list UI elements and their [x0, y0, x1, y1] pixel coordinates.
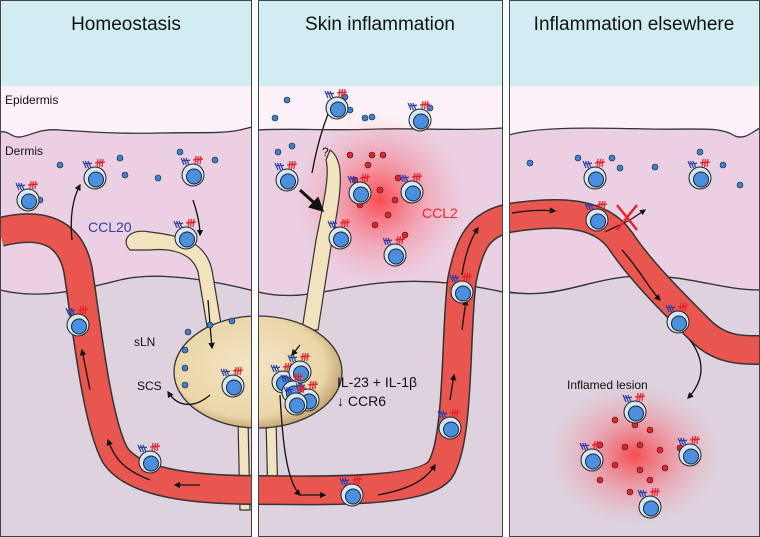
- t-cell: [220, 366, 245, 398]
- ccl20-dot: [181, 381, 189, 389]
- t-cell: [399, 172, 424, 204]
- ccl20-dot: [368, 113, 376, 121]
- t-cell: [82, 158, 107, 190]
- ccl2-dot: [379, 151, 387, 159]
- t-cell: [622, 392, 647, 424]
- question-label: ?: [322, 145, 329, 159]
- ccl20-dot: [271, 114, 279, 122]
- panel-divider: [503, 0, 509, 537]
- migration-arrows: [70, 103, 702, 499]
- header-band: [0, 0, 760, 86]
- t-cell: [582, 158, 607, 190]
- t-cell: [65, 305, 90, 337]
- sln-label: sLN: [134, 335, 155, 349]
- t-cell: [15, 180, 40, 212]
- t-cell: [339, 475, 364, 507]
- ccl20-dot: [176, 148, 184, 156]
- ccl20-dot: [736, 181, 744, 189]
- t-cell: [327, 218, 352, 250]
- ccl20-dot: [696, 148, 704, 156]
- blood-vessels: [0, 198, 760, 506]
- t-cell: [274, 160, 299, 192]
- ccl20-dot: [154, 174, 162, 182]
- ccl20-dot: [274, 148, 282, 156]
- t-cell: [347, 173, 372, 205]
- ccl20-dot: [361, 114, 369, 122]
- t-cell: [437, 408, 462, 440]
- ccl2-dot: [346, 151, 354, 159]
- ccl20-dot: [526, 159, 534, 167]
- ccr6-label: ↓ CCR6: [337, 393, 386, 409]
- ccl20-dot: [56, 161, 64, 169]
- ccl2-dot: [596, 476, 604, 484]
- t-cell: [665, 302, 690, 334]
- ccl20-dot: [228, 317, 236, 325]
- chemokine-dots: [36, 93, 744, 496]
- t-cell: [584, 200, 609, 232]
- ccl2-dot: [364, 161, 372, 169]
- ccl2-dot: [391, 196, 399, 204]
- ccl20-dot: [206, 321, 214, 329]
- ccl20-dot: [574, 154, 582, 162]
- t-cell: [407, 100, 432, 132]
- ccl2-dot: [611, 416, 619, 424]
- ccl2-dot: [376, 186, 384, 194]
- ccl20-dot: [211, 156, 219, 164]
- panel-title-inflammation-elsewhere: Inflammation elsewhere: [534, 14, 735, 35]
- ccl2-dot: [636, 441, 644, 449]
- dermis-label: Dermis: [5, 144, 43, 158]
- bold-arrow: [298, 188, 325, 213]
- panel-title-homeostasis: Homeostasis: [71, 14, 181, 35]
- t-cell: [579, 440, 604, 472]
- ccl2-label: CCL2: [422, 205, 458, 221]
- ccl2-dot: [384, 211, 392, 219]
- t-cell: [173, 218, 198, 250]
- ccl20-label: CCL20: [88, 219, 132, 235]
- inflamed-lesion-label: Inflamed lesion: [567, 378, 648, 392]
- ccl2-dot: [621, 443, 629, 451]
- ccl20-dot: [121, 171, 129, 179]
- ccl20-dot: [288, 142, 296, 150]
- ccl20-dot: [283, 96, 291, 104]
- t-cell: [180, 155, 205, 187]
- panel-title-skin-inflammation: Skin inflammation: [305, 14, 455, 35]
- blocked-migration-x-icon: [616, 204, 638, 231]
- t-cell: [687, 158, 712, 190]
- ccl20-dot: [116, 154, 124, 162]
- t-cell: [283, 384, 308, 416]
- ccl20-dot: [651, 163, 659, 171]
- t-cell: [137, 442, 162, 474]
- ccl2-dot: [646, 426, 654, 434]
- inflammation-glow-lesion: [550, 385, 720, 525]
- epidermis-label: Epidermis: [5, 93, 58, 107]
- t-cell: [637, 487, 662, 519]
- t-cell: [270, 362, 295, 394]
- ccl20-dot: [181, 346, 189, 354]
- ccl2-dot: [371, 221, 379, 229]
- t-cells: [15, 88, 712, 519]
- ccl20-dot: [719, 161, 727, 169]
- ccl20-dot: [616, 164, 624, 172]
- ccl20-dot: [184, 328, 192, 336]
- panel-divider: [252, 0, 258, 537]
- ccl2-dot: [368, 151, 376, 159]
- t-cell: [449, 272, 474, 304]
- ccl2-dot: [611, 461, 619, 469]
- cytokines-label: IL-23 + IL-1β: [337, 374, 417, 390]
- ccl2-dot: [646, 476, 654, 484]
- ccl2-dot: [636, 466, 644, 474]
- ccl20-dot: [608, 154, 616, 162]
- ccl20-dot: [181, 364, 189, 372]
- t-cell: [324, 88, 349, 120]
- t-cell: [382, 235, 407, 267]
- ccl2-dot: [661, 464, 669, 472]
- scs-label: SCS: [137, 379, 162, 393]
- t-cell: [677, 435, 702, 467]
- ccl2-dot: [656, 446, 664, 454]
- ccl2-dot: [626, 488, 634, 496]
